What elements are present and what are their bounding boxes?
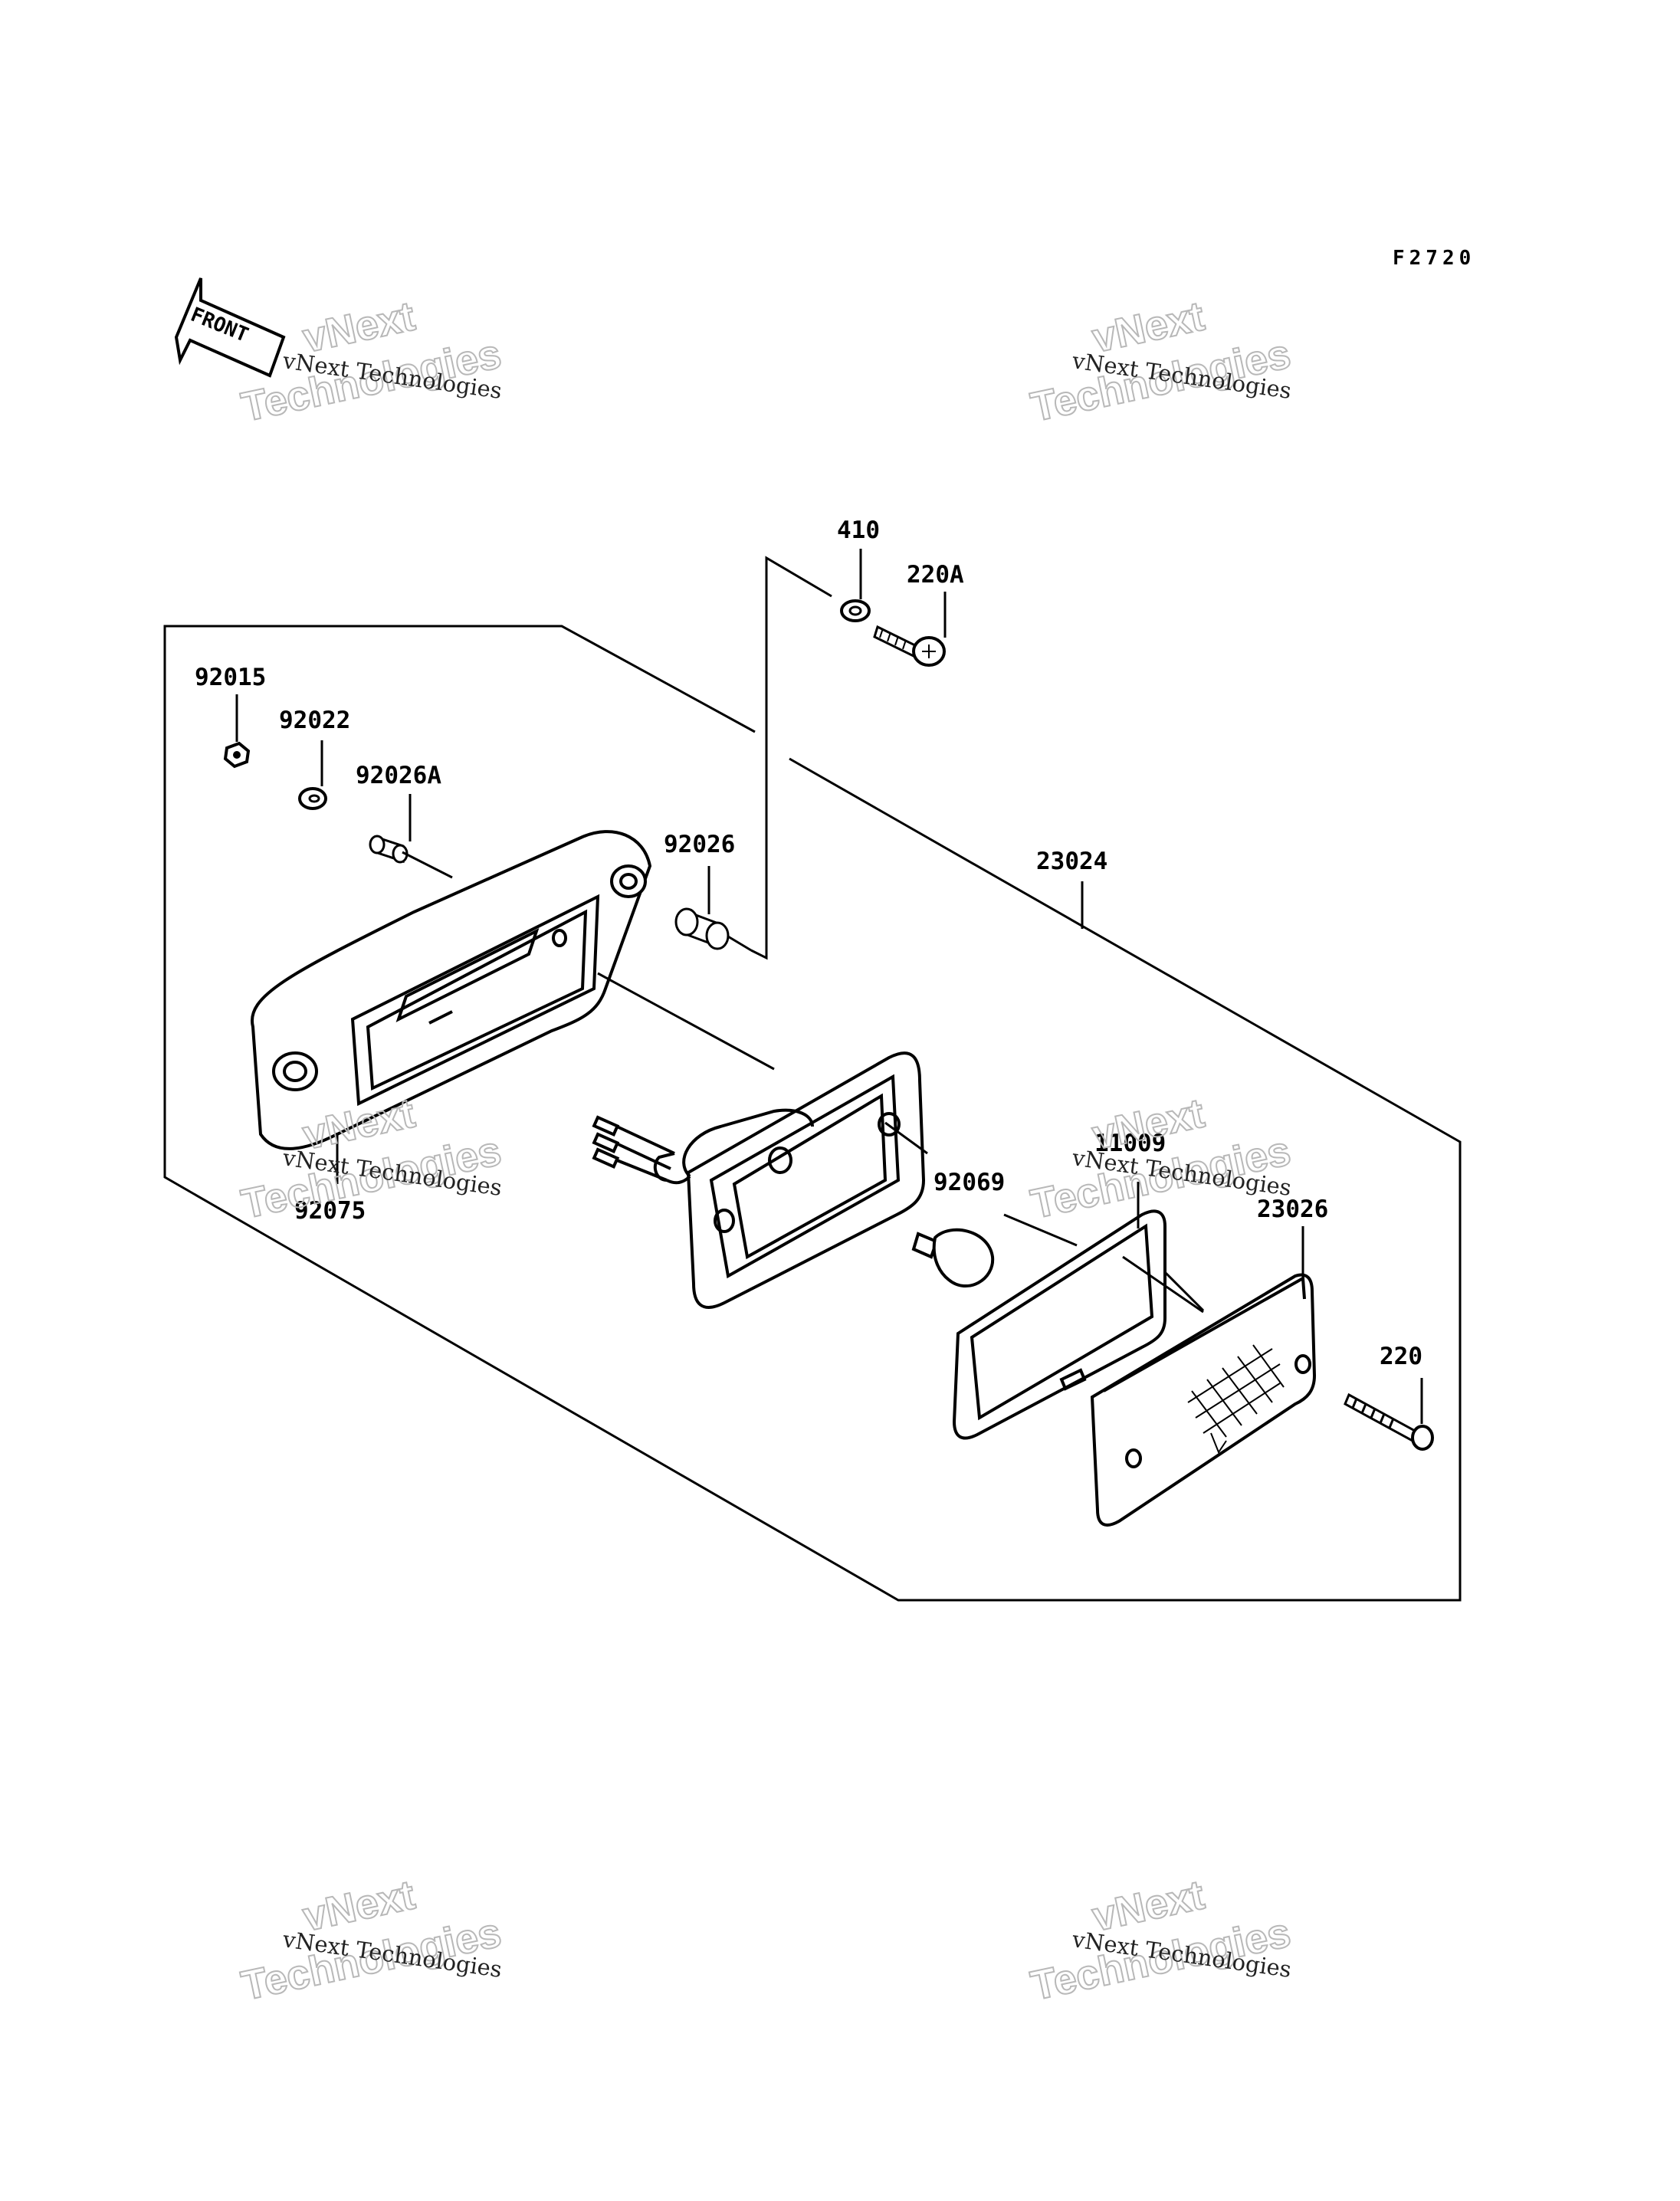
front-arrow-icon: FRONT	[174, 277, 286, 378]
watermark-bottom-right: vNext Technologies vNext Technologies	[1026, 1871, 1295, 2009]
bulb-92069-icon	[911, 1228, 995, 1288]
socket-icon	[592, 1051, 926, 1309]
gasket-11009-icon	[952, 1209, 1166, 1440]
housing-92075-icon	[250, 830, 652, 1150]
part-label-92069: 92069	[934, 1169, 1005, 1196]
screw-220a-icon	[873, 625, 946, 667]
assembly-outline	[163, 625, 1462, 1602]
collar-92026-icon	[674, 907, 730, 950]
diagram-code: F2720	[1393, 247, 1475, 270]
part-label-92075: 92075	[294, 1197, 366, 1225]
screw-220-icon	[1344, 1392, 1434, 1451]
part-label-220: 220	[1380, 1343, 1422, 1370]
washer-410-icon	[840, 599, 871, 622]
part-label-23024: 23024	[1036, 848, 1107, 875]
part-label-220a: 220A	[907, 561, 964, 589]
washer-92022-icon	[298, 787, 327, 810]
part-label-92015: 92015	[195, 664, 266, 691]
part-label-11009: 11009	[1094, 1130, 1166, 1157]
part-label-410: 410	[837, 517, 880, 544]
watermark-mid-right: vNext Technologies vNext Technologies	[1026, 1089, 1295, 1228]
watermark-top-left: vNext Technologies vNext Technologies	[237, 292, 506, 431]
leader-lines	[235, 549, 1423, 1424]
part-label-92022: 92022	[279, 707, 350, 734]
watermark-bottom-left: vNext Technologies vNext Technologies	[237, 1871, 506, 2009]
watermark-top-right: vNext Technologies vNext Technologies	[1026, 292, 1295, 431]
subgroup-outline	[750, 556, 832, 960]
nut-92015-icon	[223, 741, 251, 769]
collar-92026a-icon	[369, 835, 409, 864]
part-label-23026: 23026	[1257, 1196, 1328, 1223]
part-label-92026a: 92026A	[356, 762, 441, 789]
part-label-92026: 92026	[664, 831, 735, 858]
